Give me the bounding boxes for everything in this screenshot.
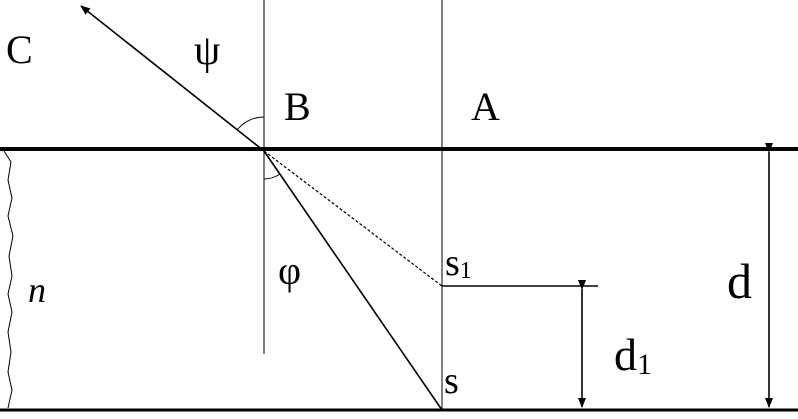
label-d: d: [727, 253, 752, 309]
label-s1-subscript: 1: [460, 258, 472, 284]
label-d1-base: d: [614, 329, 637, 380]
refracted-ray-arrow: [80, 5, 265, 152]
label-n: n: [28, 270, 46, 310]
label-s: s: [444, 360, 459, 402]
label-s1: s1: [445, 242, 472, 284]
apparent-ray-dashed: [263, 150, 443, 287]
label-s1-base: s: [445, 242, 460, 284]
label-psi: ψ: [194, 28, 220, 74]
label-c: C: [6, 27, 33, 72]
angle-arc-psi: [237, 116, 265, 130]
label-phi: φ: [278, 248, 301, 293]
label-a: A: [471, 84, 500, 129]
incident-ray: [263, 150, 443, 411]
angle-arc-phi: [263, 173, 281, 180]
label-b: B: [284, 84, 311, 129]
label-d1-subscript: 1: [637, 348, 652, 381]
label-d1: d1: [614, 329, 652, 381]
plate-broken-edge: [3, 150, 14, 409]
